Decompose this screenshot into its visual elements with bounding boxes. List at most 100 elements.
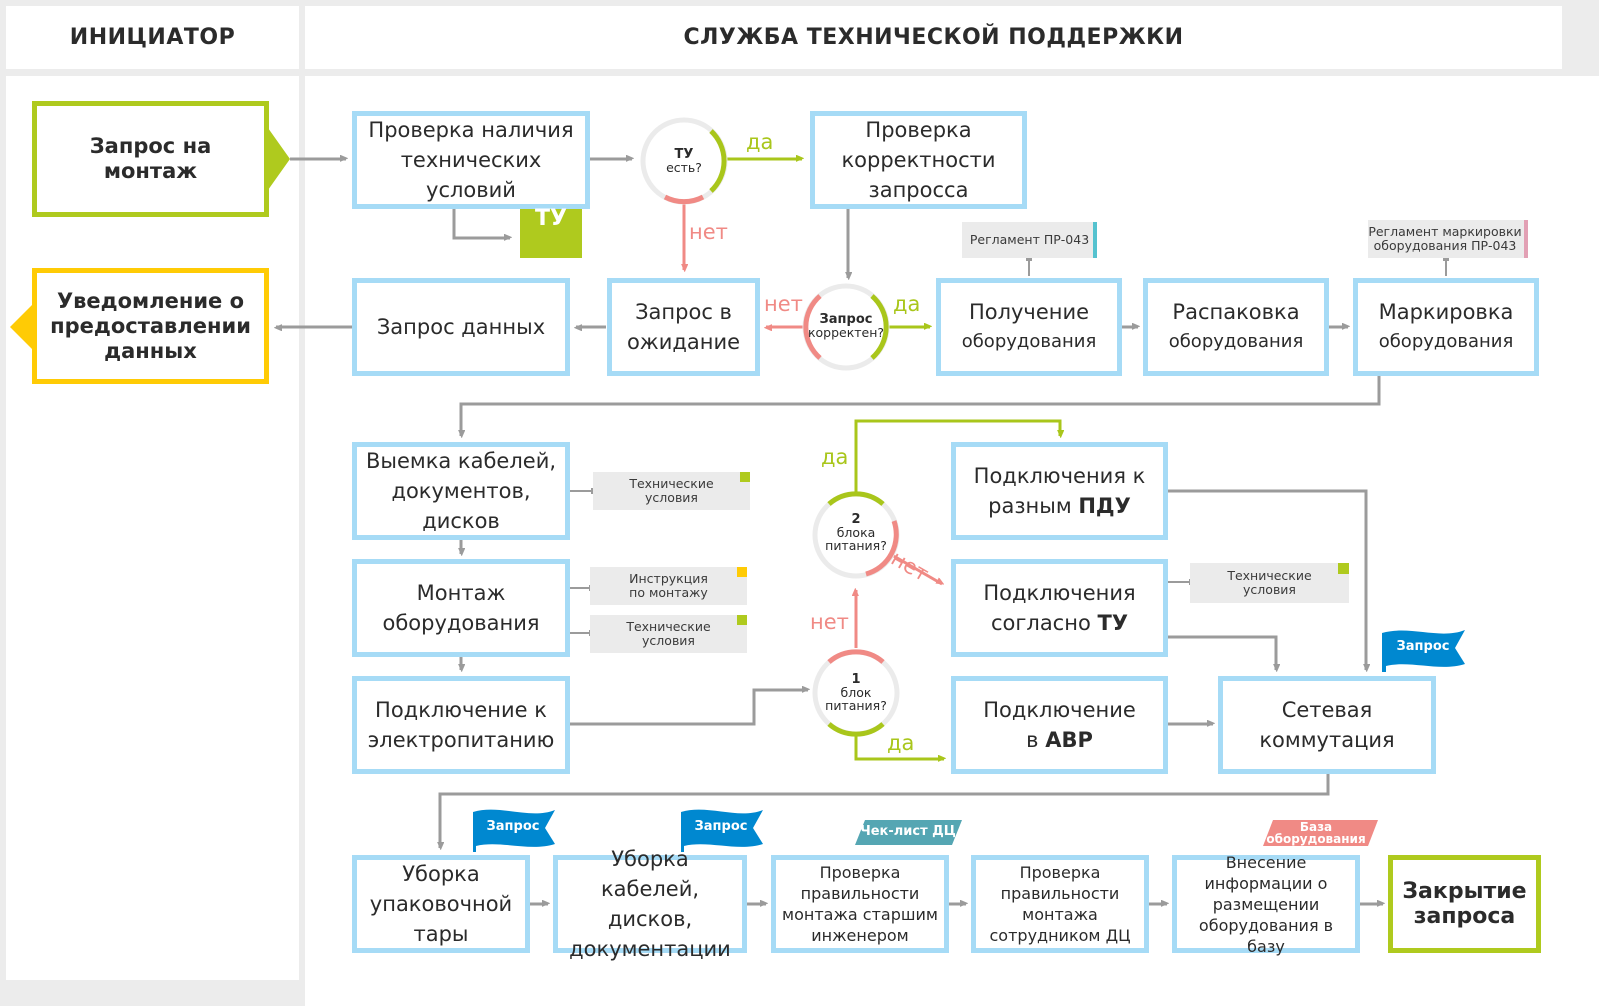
note-tc1-text: Технические условия [629,476,714,505]
check-senior-box[interactable]: Проверка правильности монтажа старшим ин… [771,855,949,953]
unpack-equipment-box[interactable]: Распаковка оборудования [1143,278,1329,376]
decision-2psu-text: блока питания? [825,525,887,553]
note-mark-green [737,615,747,625]
note-tech-conditions-2: Технические условия [590,615,747,653]
pdu-text: Подключения к разным [973,464,1146,518]
avr-box[interactable]: Подключение в АВР [951,676,1168,774]
network-box[interactable]: Сетевая коммутация [1218,676,1436,774]
arrow-network-to-cleanup [440,773,1330,848]
note-reg-pr043-text: Регламент ПР-043 [969,232,1090,247]
tu-connect-bold: ТУ [1097,611,1129,635]
tu-connect-box[interactable]: Подключения согласно ТУ [951,559,1168,657]
label-1psu-no: нет [810,610,849,634]
note-mount-instruction: Инструкция по монтажу [590,567,747,605]
note-mark-teal [1093,222,1097,258]
tag-checklist [855,820,962,845]
arrow-marking-to-extract [461,375,1381,436]
initiator-lane-title: ИНИЦИАТОР [69,25,236,50]
note-mark-pink [1524,220,1528,258]
decision-correct-text: корректен? [807,325,885,340]
note-tc2-text: Технические условия [626,619,711,648]
extract-box[interactable]: Выемка кабелей, документов, дисков [352,442,570,540]
support-header-panel [305,6,1562,69]
note-reg-pr043: Регламент ПР-043 [962,222,1097,258]
unpack-line2: оборудования [1168,331,1304,352]
support-lane-title: СЛУЖБА ТЕХНИЧЕСКОЙ ПОДДЕРЖКИ [683,25,1184,50]
cleanup-cables-box[interactable]: Уборка кабелей, дисков, документации [553,847,747,961]
label-correct-no: нет [764,292,803,316]
pdu-box[interactable]: Подключения к разным ПДУ [951,442,1168,540]
close-request-box[interactable]: Закрытие запроса [1388,855,1541,953]
unpack-line1: Распаковка [1172,300,1300,324]
check-tu-box[interactable]: Проверка наличия технических условий [352,111,590,209]
tag-equipment-db-text: База оборудования [1266,820,1366,846]
check-dc-box[interactable]: Проверка правильности монтажа сотруднико… [971,855,1149,953]
start-request-box[interactable]: Запрос на монтаж [32,101,269,217]
decision-tu-text: есть? [666,160,702,175]
avr-bold: АВР [1045,728,1093,752]
flag-request-cleanup-cables [681,809,763,852]
db-entry-box[interactable]: Внесение информации о размещении оборудо… [1172,853,1360,956]
arrow-2psu-no [891,553,942,586]
decision-tu-bold: ТУ [674,147,694,162]
receive-line2: оборудования [961,331,1097,352]
cleanup-pack-box[interactable]: Уборка упаковочной тары [352,855,530,953]
receive-equipment-box[interactable]: Получение оборудования [936,278,1122,376]
note-instr-text: Инструкция по монтажу [629,571,708,600]
tu-doc-label: ТУ [535,206,567,231]
marking-line2: оборудования [1378,331,1514,352]
flag-request-network [1382,630,1465,672]
label-tu-yes: да [746,130,774,154]
initiator-header-panel [6,6,299,69]
tu-doc: ТУ [520,182,582,258]
note-reg-marking-text: Регламент маркировки оборудования ПР-043 [1368,224,1522,253]
note-mark-green [740,472,750,482]
mount-box[interactable]: Монтаж оборудования [352,559,570,657]
tu-connect-text: Подключения согласно [983,581,1136,635]
note-tech-conditions-3: Технические условия [1190,563,1349,603]
arrow-tu-to-network [1167,635,1276,670]
decision-1psu-text: блок питания? [825,685,887,713]
label-2psu-yes: да [821,445,849,469]
decision-request-correct [802,283,890,371]
start-pointer [268,128,290,190]
tag-checklist-text: Чек-лист ДЦ [860,824,956,839]
avr-text: Подключение в [983,698,1136,752]
notify-box[interactable]: Уведомление о предоставлении данных [32,268,269,384]
decision-two-psu [812,491,900,579]
decision-1psu-bold: 1 [851,672,861,687]
data-request-box[interactable]: Запрос данных [352,278,570,376]
initiator-lane [6,76,299,980]
check-request-box[interactable]: Проверка корректности запросса [810,111,1027,209]
label-tu-no: нет [689,220,728,244]
note-mark-yellow [737,567,747,577]
decision-2psu-bold: 2 [851,512,861,527]
decision-correct-bold: Запрос [819,312,873,327]
request-waiting-box[interactable]: Запрос в ожидание [607,278,760,376]
note-tc3-text: Технические условия [1227,568,1312,597]
note-tech-conditions-1: Технические условия [593,472,750,510]
flag-request-cleanup-cables-text: Запрос [694,819,748,834]
note-mark-green [1338,563,1349,574]
decision-tu-exists [640,117,728,205]
marking-equipment-box[interactable]: Маркировка оборудования [1353,278,1539,376]
pdu-bold: ПДУ [1078,494,1131,518]
arrow-1psu-yes [854,735,944,759]
flag-request-network-text: Запрос [1396,639,1450,654]
label-correct-yes: да [893,292,921,316]
arrow-pdu-to-network [1167,489,1366,670]
flag-request-cleanup-pack [473,809,555,852]
decision-one-psu [812,649,900,737]
arrow-2psu-yes [854,419,1060,494]
note-reg-marking: Регламент маркировки оборудования ПР-043 [1368,220,1528,258]
marking-line1: Маркировка [1378,300,1514,324]
flag-request-cleanup-pack-text: Запрос [486,819,540,834]
label-1psu-yes: да [887,731,915,755]
notify-pointer [10,305,32,349]
arrow-power-to-decision1 [568,690,808,726]
power-box[interactable]: Подключение к электропитанию [352,676,570,774]
